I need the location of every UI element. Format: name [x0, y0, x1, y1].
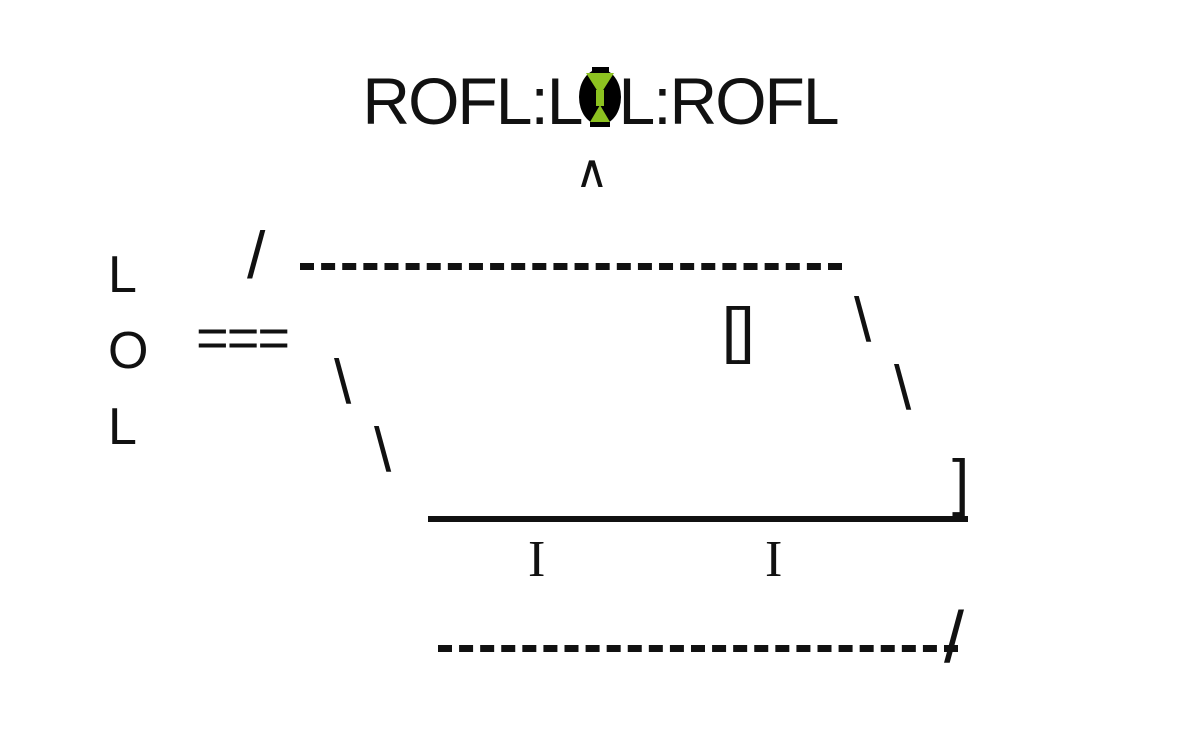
- hull-backslash-left-2: \: [374, 416, 392, 485]
- caret-up-icon: ∧: [575, 145, 609, 197]
- hull-bottom-line: [428, 516, 968, 522]
- top-blade-slash: /: [247, 218, 266, 292]
- omnitrix-symbol-icon: [578, 67, 621, 127]
- lol-char-2: O: [108, 321, 149, 380]
- omnitrix-hourglass-top: [585, 73, 614, 95]
- title-right-segment: L:ROFL: [618, 64, 840, 138]
- hull-backslash-right-2: \: [894, 354, 912, 423]
- top-blade-dashes: [300, 263, 842, 270]
- lol-char-1: L: [108, 246, 137, 304]
- lol-column: L O L: [108, 238, 148, 466]
- hull-backslash-right-1: \: [854, 286, 872, 355]
- omnitrix-cap-top: [591, 67, 609, 75]
- bottom-blade-dashes: [438, 645, 958, 652]
- cockpit-brackets: []: [722, 296, 754, 365]
- omnitrix-hourglass-waist: [595, 90, 604, 106]
- rotor-hub: ===: [196, 306, 290, 369]
- omnitrix-cap-bottom: [589, 120, 610, 127]
- title-left-segment: ROFL:L: [362, 64, 583, 138]
- hull-backslash-left-1: \: [334, 348, 352, 417]
- tail-bracket: ]: [952, 448, 970, 517]
- lol-char-3: L: [108, 397, 137, 456]
- bottom-blade-slash: /: [944, 598, 965, 678]
- omnitrix-hourglass-bottom: [589, 105, 610, 122]
- title-line: ROFL:L L:ROFL: [0, 64, 1200, 138]
- landing-strut-2: I: [765, 531, 783, 588]
- landing-strut-1: I: [528, 531, 546, 588]
